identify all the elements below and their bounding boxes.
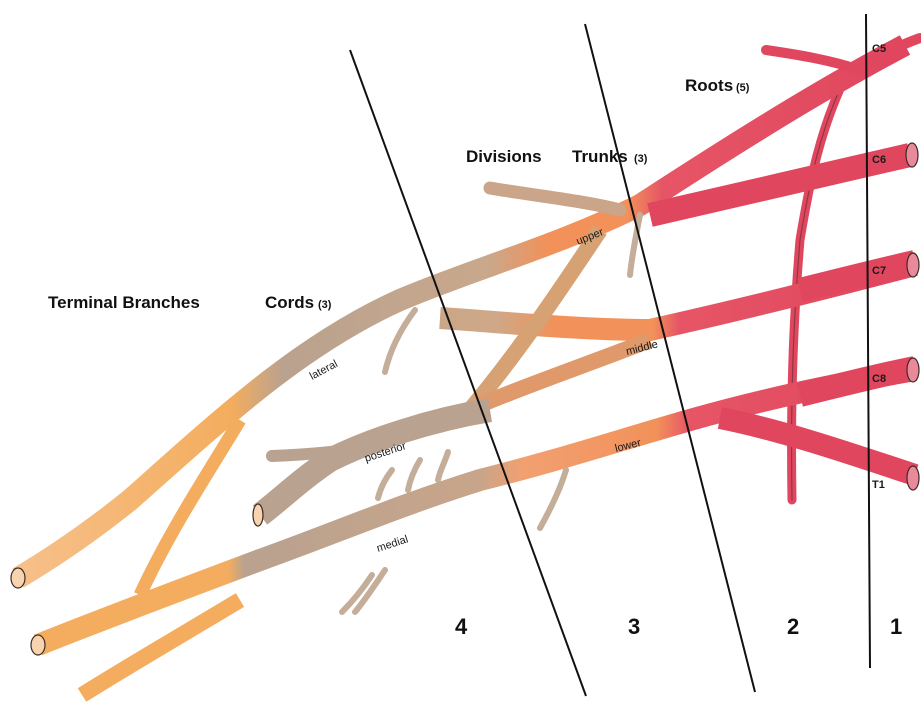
c5-label: C5: [872, 43, 886, 55]
t1-label: T1: [872, 479, 885, 491]
t1-root: [720, 418, 915, 475]
upper-division-stub: [490, 188, 620, 210]
roots-count: (5): [736, 82, 750, 94]
c7-label: C7: [872, 265, 886, 277]
cords-label: Cords: [265, 293, 314, 312]
zone-number-4: 4: [455, 614, 468, 639]
medial-cord-label: medial: [375, 533, 410, 554]
c6-label: C6: [872, 154, 886, 166]
zone-line-1: [866, 14, 870, 668]
divisions-label: Divisions: [466, 147, 542, 166]
zone-number-2: 2: [787, 614, 799, 639]
cords-count: (3): [318, 299, 332, 311]
zone-number-3: 3: [628, 614, 640, 639]
roots-label: Roots: [685, 76, 733, 95]
c8-label: C8: [872, 373, 886, 385]
terminal-branches-label: Terminal Branches: [48, 293, 200, 312]
trunks-count: (3): [634, 153, 648, 165]
root-end-caps: [906, 143, 919, 490]
c7-root: [800, 262, 915, 290]
trunks-label: Trunks: [572, 147, 628, 166]
c8-root: [800, 368, 915, 395]
zone-number-1: 1: [890, 614, 902, 639]
